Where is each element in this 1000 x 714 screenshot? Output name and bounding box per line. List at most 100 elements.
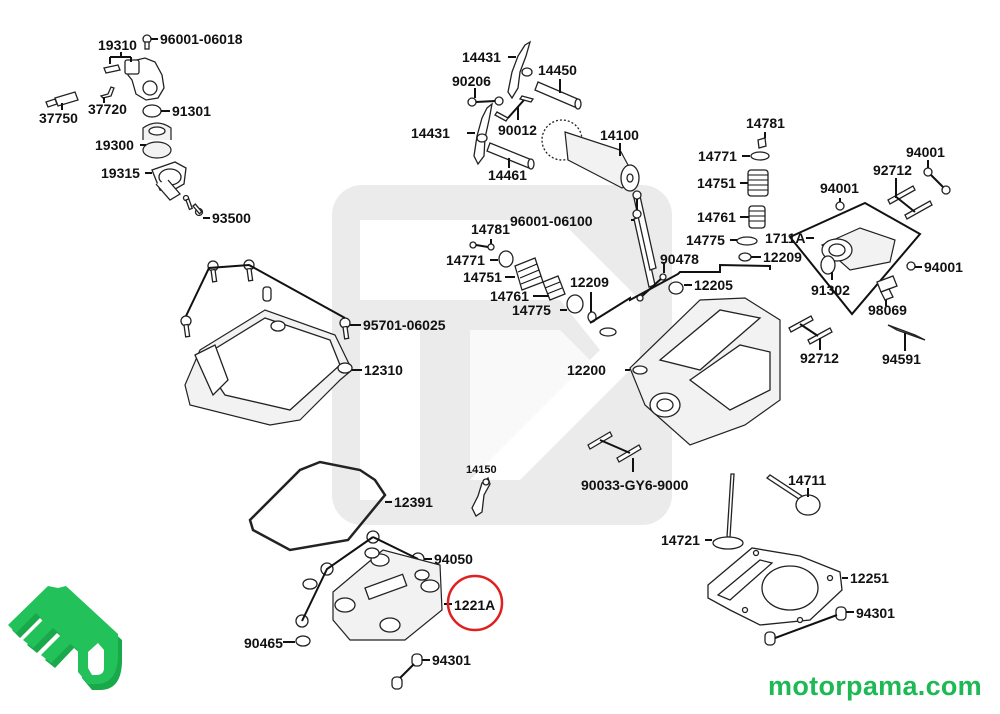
- label-14450: 14450: [538, 62, 577, 78]
- label-12251: 12251: [850, 570, 889, 586]
- part-98069-spark-plug[interactable]: [876, 275, 898, 301]
- part-12209-valve-seal-right[interactable]: [738, 252, 752, 262]
- label-14100: 14100: [600, 127, 639, 143]
- part-14761-inner-spring-center[interactable]: [542, 275, 566, 301]
- part-14775-spring-seat-center[interactable]: [566, 294, 584, 314]
- intake-group-outline: [788, 201, 922, 316]
- part-14751-outer-spring[interactable]: [747, 169, 769, 197]
- label-91301: 91301: [172, 103, 211, 119]
- label-14721: 14721: [661, 532, 700, 548]
- label-14781-center: 14781: [471, 221, 510, 237]
- part-14761-inner-spring[interactable]: [748, 205, 766, 229]
- part-19300-thermostat[interactable]: [142, 122, 172, 159]
- part-90465-washer[interactable]: [295, 547, 430, 647]
- part-19315-thermostat-cover[interactable]: [151, 161, 187, 201]
- part-14771-retainer[interactable]: [750, 151, 770, 161]
- label-96001-06018: 96001-06018: [160, 31, 243, 47]
- label-94001-b: 94001: [906, 144, 945, 160]
- part-14100-camshaft[interactable]: [541, 119, 640, 192]
- part-94301-dowel-pin-lower[interactable]: [391, 653, 423, 690]
- part-92712-stud-upper[interactable]: [887, 185, 933, 220]
- label-94301-lower: 94301: [432, 652, 471, 668]
- part-91301-o-ring[interactable]: [142, 104, 162, 118]
- part-12200-cylinder-head[interactable]: [599, 297, 781, 446]
- label-12209-right: 12209: [763, 249, 802, 265]
- part-94001-nut-a[interactable]: [835, 201, 845, 211]
- part-12391-valve-cover-gasket[interactable]: [248, 460, 387, 552]
- thermostat-group: 19310 96001-06018 37720 37750 91301 1930…: [39, 31, 251, 226]
- label-95701-06025: 95701-06025: [363, 317, 446, 333]
- label-98069: 98069: [868, 302, 907, 318]
- label-19300: 19300: [95, 137, 134, 153]
- label-94001-c: 94001: [924, 259, 963, 275]
- part-14721-intake-valve[interactable]: [712, 473, 744, 550]
- intake-valve-spring-group: 14781 14771 14751 14761 14775 12209: [446, 221, 609, 323]
- label-14431-upper: 14431: [462, 49, 501, 65]
- label-90206: 90206: [452, 73, 491, 89]
- part-14461-rocker-shaft[interactable]: [486, 142, 535, 170]
- part-14781-collet[interactable]: [757, 137, 767, 149]
- label-14150: 14150: [466, 464, 497, 476]
- cylinder-head-outline: [589, 263, 771, 324]
- part-95701-06025-bolt[interactable]: [180, 259, 351, 340]
- part-14431-rocker-arm-upper[interactable]: [507, 40, 532, 100]
- part-37720-pin[interactable]: [99, 86, 115, 99]
- label-96001-06100: 96001-06100: [510, 213, 593, 229]
- label-14431-lower: 14431: [411, 125, 450, 141]
- exhaust-valve-spring-group: 14781 14771 14751 14761 14775 12209: [686, 115, 802, 265]
- part-94001-nut-b[interactable]: [923, 167, 951, 195]
- label-12200: 12200: [567, 362, 606, 378]
- part-14150-decompressor[interactable]: [471, 476, 491, 517]
- label-94301-right: 94301: [856, 605, 895, 621]
- part-14771-retainer-center[interactable]: [498, 250, 514, 268]
- label-14751-center: 14751: [463, 269, 502, 285]
- highlight-circle-1221A: [446, 574, 504, 632]
- part-12205-valve-guide-seal[interactable]: [668, 281, 684, 295]
- label-12391: 12391: [394, 494, 433, 510]
- label-90012: 90012: [498, 122, 537, 138]
- label-93500: 93500: [212, 210, 251, 226]
- label-14761-center: 14761: [490, 288, 529, 304]
- label-94001-a: 94001: [820, 180, 859, 196]
- label-12205: 12205: [694, 277, 733, 293]
- part-93500-screw[interactable]: [182, 194, 204, 217]
- label-14775-center: 14775: [512, 302, 551, 318]
- label-14775-right: 14775: [686, 232, 725, 248]
- label-94591: 94591: [882, 351, 921, 367]
- part-94591-gasket[interactable]: [887, 324, 926, 341]
- valve-cover-group: 95701-06025 12310: [180, 259, 446, 426]
- part-14450-rocker-shaft[interactable]: [534, 81, 582, 110]
- part-96001-06018-bolt[interactable]: [142, 34, 152, 50]
- part-94301-dowel-pin-right[interactable]: [764, 606, 847, 646]
- label-90465: 90465: [244, 635, 283, 651]
- rocker-camshaft-group: 14431 14450 90206 90012 14431: [411, 40, 640, 192]
- label-92712-upper: 92712: [873, 162, 912, 178]
- label-14781-right: 14781: [746, 115, 785, 131]
- part-90206-nut[interactable]: [467, 96, 504, 107]
- part-37750-temperature-sensor[interactable]: [45, 91, 79, 108]
- label-19310: 19310: [98, 37, 137, 53]
- label-1221A: 1221A: [454, 597, 495, 613]
- label-19315: 19315: [101, 165, 140, 181]
- part-14775-spring-seat[interactable]: [736, 236, 758, 246]
- part-19310-thermostat-housing[interactable]: [103, 57, 165, 101]
- label-14461: 14461: [488, 167, 527, 183]
- label-12310: 12310: [364, 362, 403, 378]
- intake-manifold-group: 1711A 91302 94001 92712 94001 94001 9806…: [765, 144, 963, 367]
- label-14771-center: 14771: [446, 252, 485, 268]
- label-37750: 37750: [39, 110, 78, 126]
- part-90012-adjusting-screw[interactable]: [494, 95, 535, 122]
- part-12251-cylinder-head-gasket[interactable]: [707, 547, 843, 626]
- part-1221A-rocker-holder[interactable]: [332, 549, 443, 641]
- part-1711A-intake-manifold[interactable]: [820, 227, 896, 271]
- label-14711: 14711: [788, 472, 826, 488]
- part-91302-o-ring[interactable]: [820, 255, 836, 275]
- brand-website[interactable]: motorpama.com: [768, 671, 982, 701]
- part-94001-nut-c[interactable]: [906, 261, 916, 271]
- part-12310-valve-cover[interactable]: [184, 309, 353, 426]
- label-12209-center: 12209: [570, 274, 609, 290]
- cylinder-head-group: 96001-06100 90478 12205 12200 90033-GY6-…: [510, 190, 781, 493]
- label-92712-lower: 92712: [800, 350, 839, 366]
- label-91302: 91302: [811, 282, 850, 298]
